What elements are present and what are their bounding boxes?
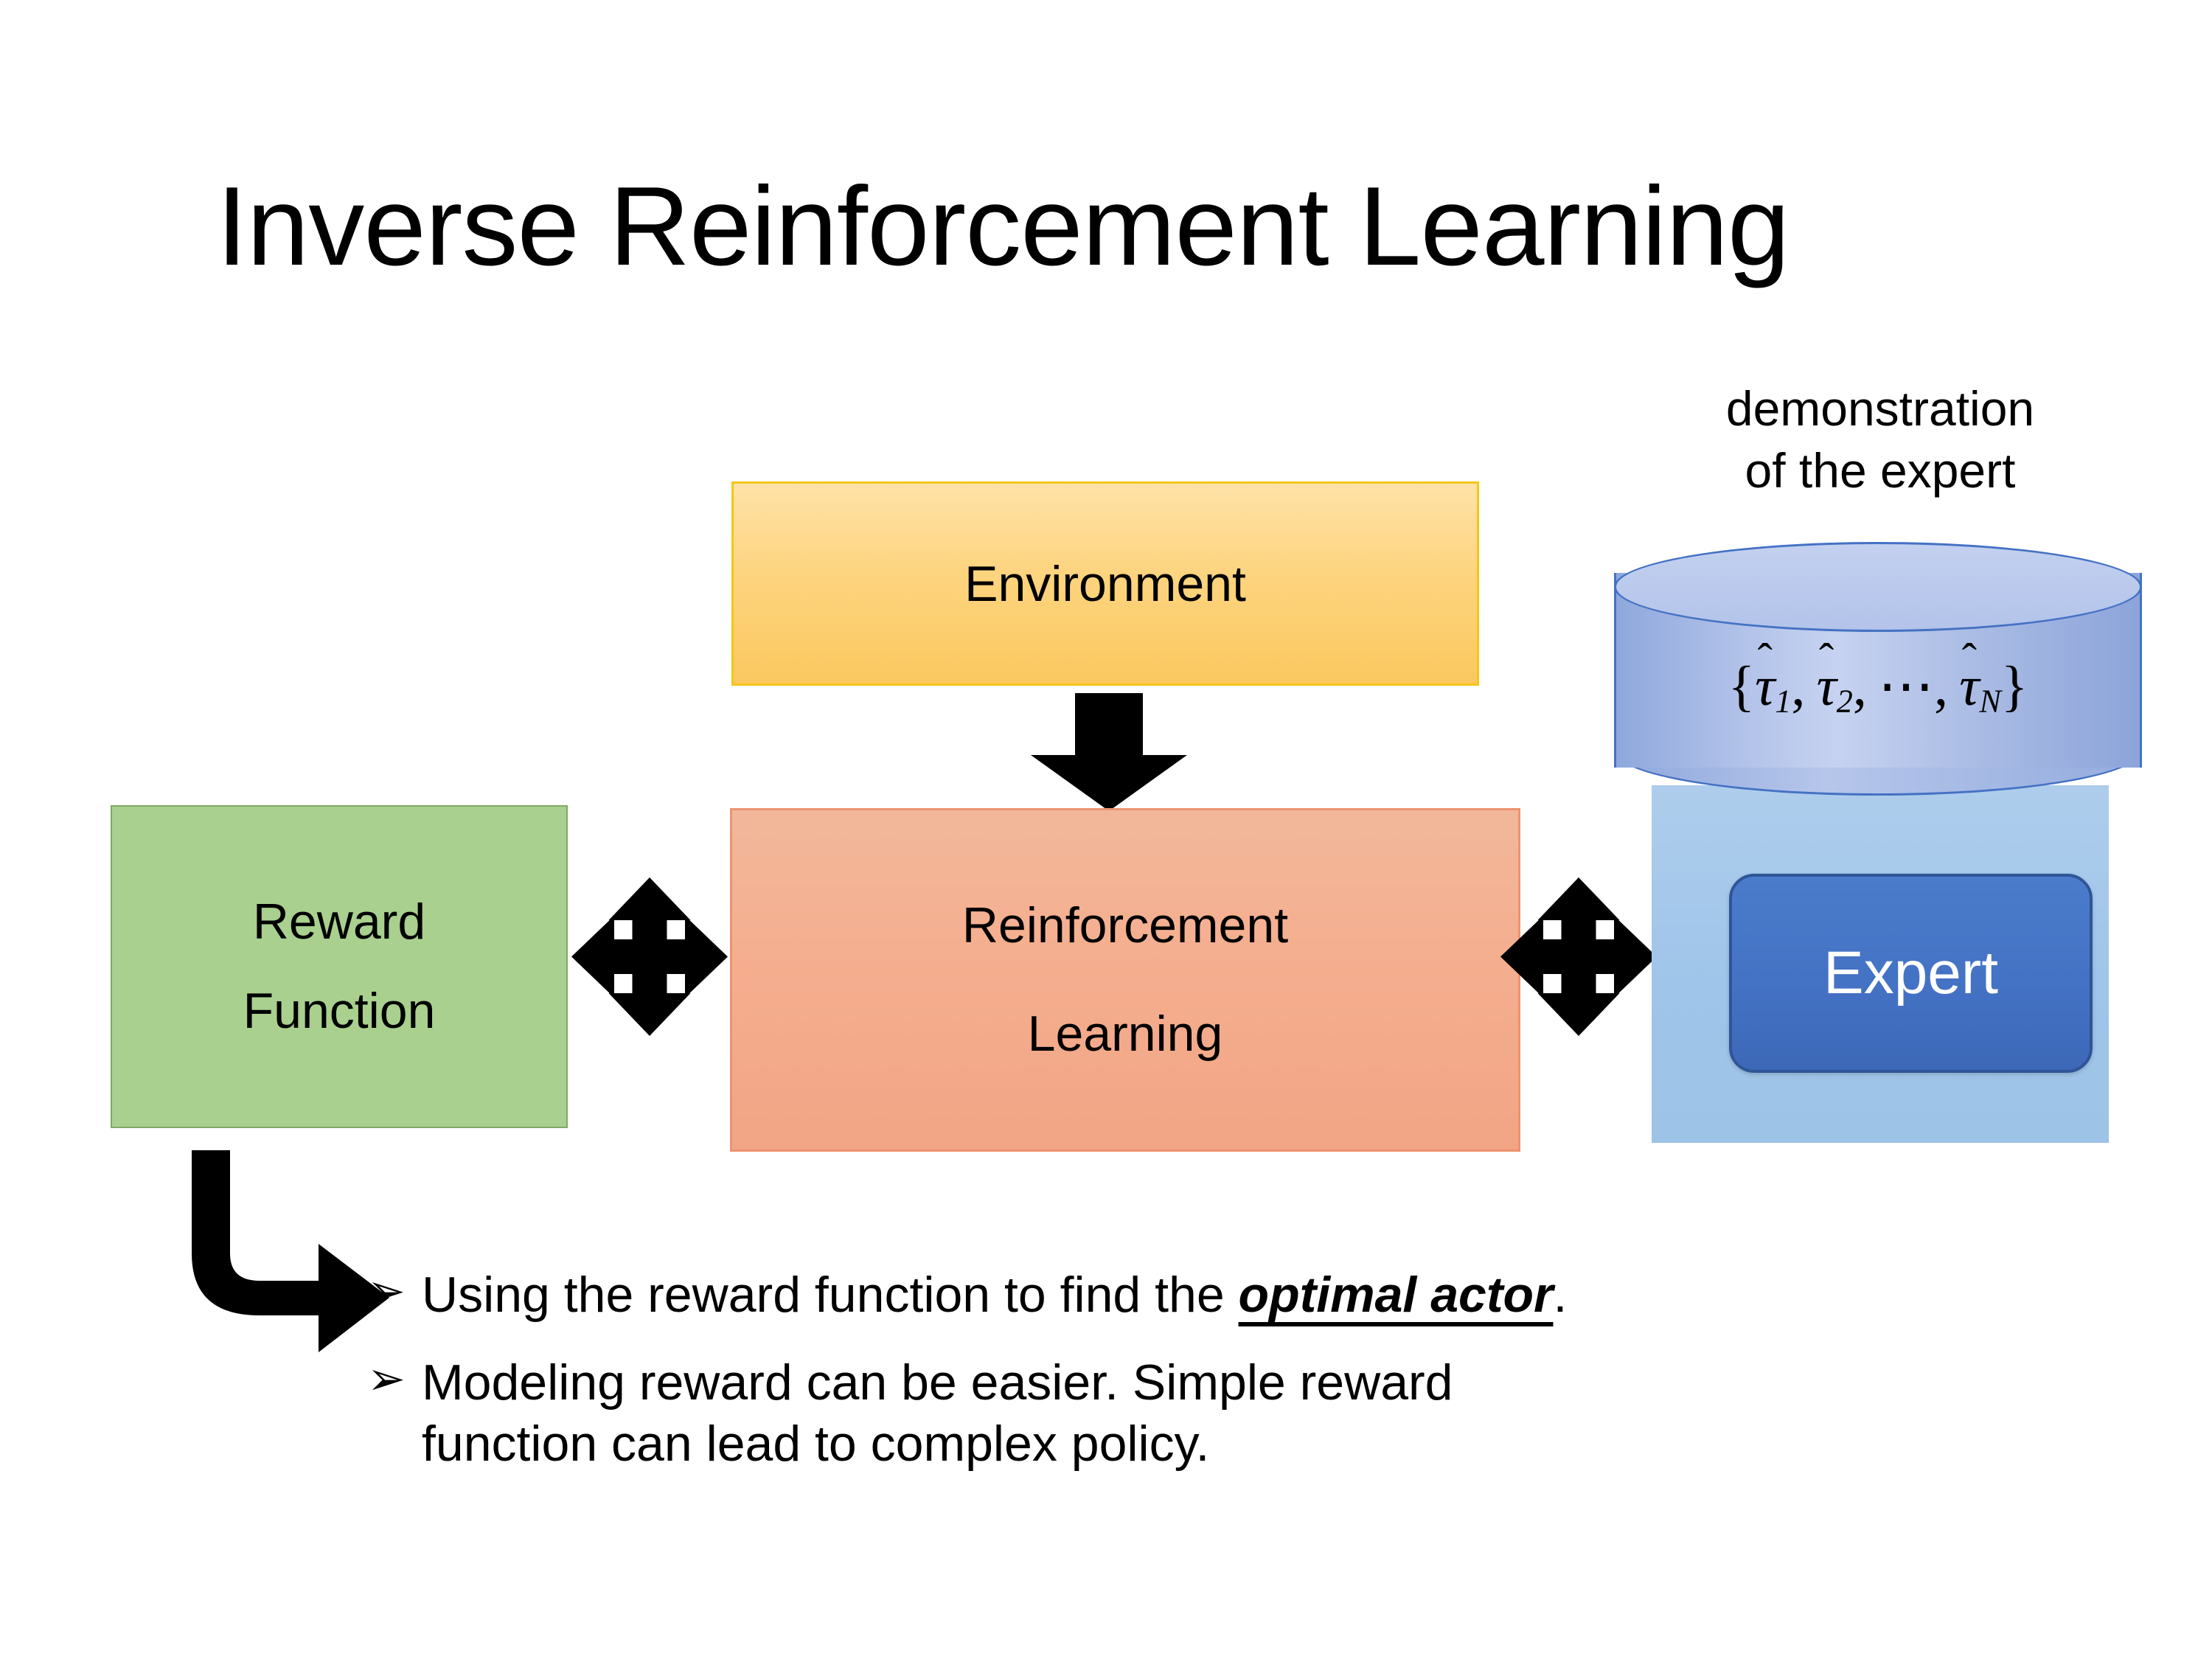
bullet-1-emphasis: optimal actor — [1238, 1267, 1554, 1323]
formula-comma-3: , — [1934, 655, 1949, 717]
environment-box: Environment — [731, 481, 1479, 686]
bullet-2-text: Modeling reward can be easier. Simple re… — [422, 1352, 1453, 1475]
demonstration-database-cylinder: {τ̂1, τ̂2, ⋯, τ̂N} — [1614, 542, 2142, 799]
formula-comma-1: , — [1791, 655, 1806, 717]
expert-button-label: Expert — [1823, 939, 1998, 1006]
bullet-1-text: Using the reward function to find the op… — [422, 1265, 1567, 1326]
rl-box-label-line1: Reinforcement — [961, 897, 1289, 953]
bullet-arrow-icon: ➢ — [367, 1266, 406, 1317]
bullet-2-line2: function can lead to complex policy. — [422, 1415, 1210, 1472]
arrow-reward-to-bullet-elbow — [177, 1144, 398, 1366]
reward-box-label-line1: Reward — [252, 894, 426, 950]
list-item: ➢ Using the reward function to find the … — [367, 1265, 2137, 1326]
environment-box-label: Environment — [964, 555, 1246, 612]
cylinder-top-ellipse — [1614, 542, 2142, 632]
rl-box-label-line2: Learning — [1027, 1006, 1223, 1062]
formula-tau-2: τ — [1816, 655, 1837, 717]
arrow-reward-to-rl-double — [571, 877, 728, 1036]
arrow-rl-to-expert-double — [1500, 877, 1657, 1036]
bullet-list: ➢ Using the reward function to find the … — [367, 1265, 2137, 1501]
arrow-environment-to-rl — [1031, 693, 1187, 811]
formula-sub-1: 1 — [1775, 683, 1792, 720]
page-title: Inverse Reinforcement Learning — [216, 164, 1790, 289]
bullet-arrow-icon: ➢ — [367, 1353, 406, 1405]
formula-tau-1: τ — [1755, 655, 1775, 717]
bullet-2-line1: Modeling reward can be easier. Simple re… — [422, 1354, 1453, 1411]
formula-sub-2: 2 — [1836, 683, 1853, 720]
formula-sub-n: N — [1979, 683, 2001, 720]
demonstration-caption-line2: of the expert — [1745, 443, 2016, 498]
reward-box-label-line2: Function — [243, 983, 436, 1039]
bullet-1-text-after: . — [1553, 1267, 1568, 1323]
demonstration-caption-line1: demonstration — [1725, 381, 2035, 436]
formula-tau-n: τ — [1959, 655, 1980, 717]
reward-function-box: Reward Function — [111, 805, 568, 1128]
list-item: ➢ Modeling reward can be easier. Simple … — [367, 1352, 2137, 1475]
formula-comma-2: , — [1852, 655, 1867, 717]
formula-ellipsis: ⋯ — [1878, 655, 1935, 717]
reinforcement-learning-box: Reinforcement Learning — [730, 808, 1520, 1152]
demonstration-caption: demonstration of the expert — [1630, 378, 2131, 502]
bullet-1-text-before: Using the reward function to find the — [422, 1267, 1239, 1323]
formula-close-brace: } — [2000, 655, 2028, 717]
formula-open-brace: { — [1728, 655, 1756, 717]
expert-button[interactable]: Expert — [1729, 874, 2093, 1073]
trajectory-set-formula: {τ̂1, τ̂2, ⋯, τ̂N} — [1614, 653, 2142, 720]
